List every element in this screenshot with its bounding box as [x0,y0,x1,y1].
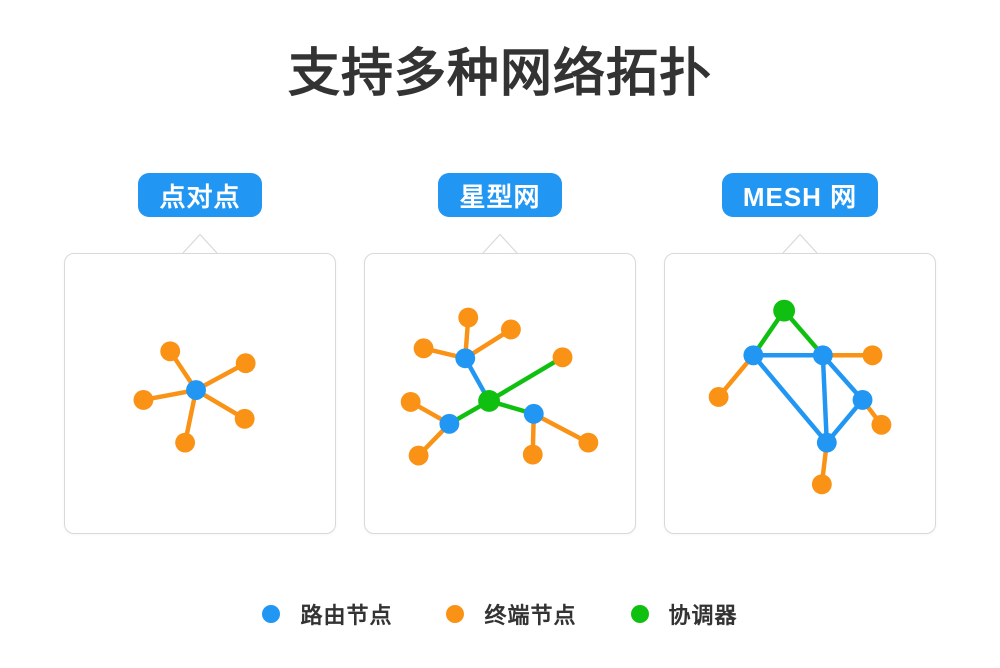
node-terminal [578,432,599,453]
node-router [186,380,206,401]
node-coordinator [478,390,500,413]
node-terminal [235,353,256,374]
legend-label-coordinator: 协调器 [668,603,738,629]
card-notch [482,233,518,254]
node-router [523,404,544,424]
node-terminal [552,347,573,368]
node-router [439,414,460,434]
card-notch [782,233,818,254]
topology-diagram-mesh [708,299,892,495]
node-terminal [458,307,479,328]
topology-badge-star: 星型网 [438,173,562,218]
node-router [455,348,476,369]
node-terminal [413,338,434,359]
node-router [743,345,764,366]
legend-label-router: 路由节点 [300,603,393,629]
node-router [852,390,873,411]
legend-label-terminal: 终端节点 [484,603,577,629]
legend-item-router: 路由节点 [262,598,392,630]
node-router [816,432,837,453]
terminal-node-dot-icon [446,605,465,624]
node-terminal [400,392,421,413]
edge-blue [820,353,830,446]
node-terminal [862,345,883,366]
coordinator-node-dot-icon [630,605,649,624]
legend-item-coordinator: 协调器 [630,598,738,630]
node-terminal [175,432,196,453]
node-terminal [160,341,181,362]
node-terminal [708,387,729,408]
edge-blue [751,353,830,446]
node-coordinator [773,299,796,322]
edge-blue [820,353,865,403]
legend-item-terminal: 终端节点 [446,598,576,630]
node-terminal [811,474,832,495]
node-terminal [133,390,154,411]
topology-cards-row: 点对点 星型网 MESH 网 [0,173,1000,535]
legend: 路由节点 终端节点 协调器 [0,598,1000,630]
node-terminal [500,319,521,340]
topology-diagram-p2p [133,341,256,453]
node-terminal [871,415,892,435]
edge-green [486,355,565,404]
node-terminal [234,409,255,429]
router-node-dot-icon [262,605,281,624]
node-terminal [408,445,429,466]
topology-badge-mesh: MESH 网 [721,173,879,218]
topology-card-star [364,253,636,535]
topology-card-p2p [64,253,336,535]
topology-diagram-star [400,307,599,466]
topology-card-mesh [664,253,936,535]
topology-column-star: 星型网 [364,173,636,535]
node-terminal [522,444,543,465]
page-title: 支持多种网络拓扑 [287,45,712,103]
topology-column-p2p: 点对点 [64,173,336,535]
topology-badge-p2p: 点对点 [138,173,262,218]
card-notch [182,233,218,254]
node-router [812,345,833,366]
topology-column-mesh: MESH 网 [664,173,936,535]
edge-orange [531,411,591,446]
